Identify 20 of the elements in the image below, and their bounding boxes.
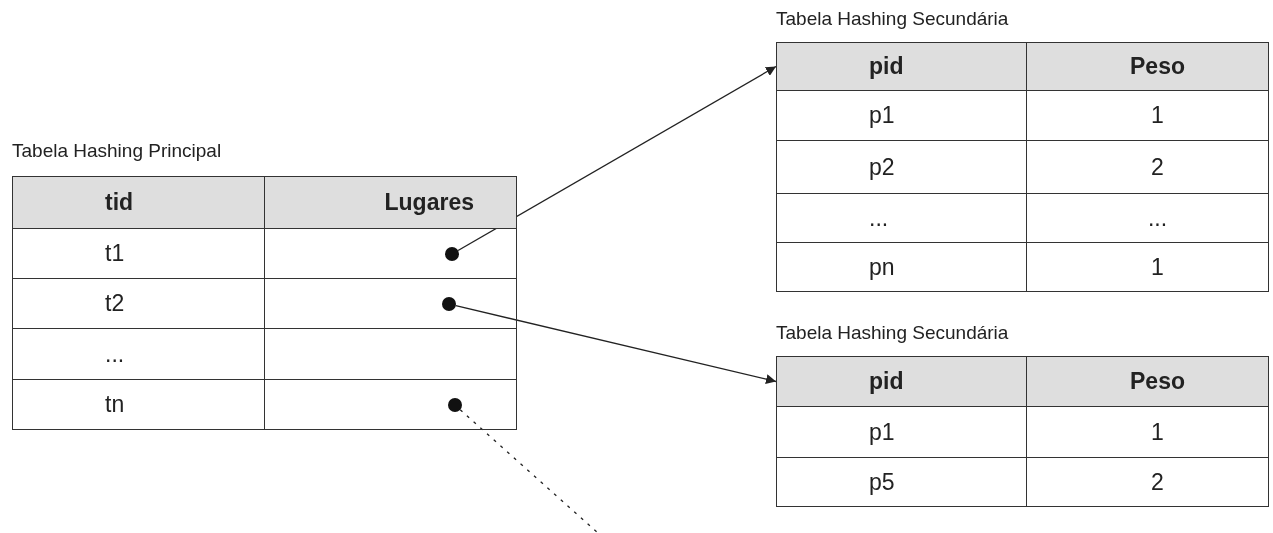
table-cell: pn (776, 242, 1027, 292)
pointer-dot (445, 247, 459, 261)
table-title: Tabela Hashing Principal (12, 140, 222, 162)
header-cell: pid (776, 356, 1027, 407)
table-cell: 1 (1026, 242, 1269, 292)
table-cell: p5 (776, 457, 1027, 507)
table-title: Tabela Hashing Secundária (776, 8, 1009, 30)
table-cell: 2 (1026, 457, 1269, 507)
arrow (457, 65, 777, 252)
header-cell: pid (776, 42, 1027, 91)
dashed-line (459, 409, 599, 533)
header-cell: tid (12, 176, 265, 229)
table-title: Tabela Hashing Secundária (776, 322, 1009, 344)
header-cell: Peso (1026, 356, 1269, 407)
pointer-dot (442, 297, 456, 311)
arrow (455, 304, 777, 385)
pointer-dot (448, 398, 462, 412)
header-cell: Lugares (264, 176, 517, 229)
table-cell: tn (12, 379, 265, 430)
header-cell: Peso (1026, 42, 1269, 91)
